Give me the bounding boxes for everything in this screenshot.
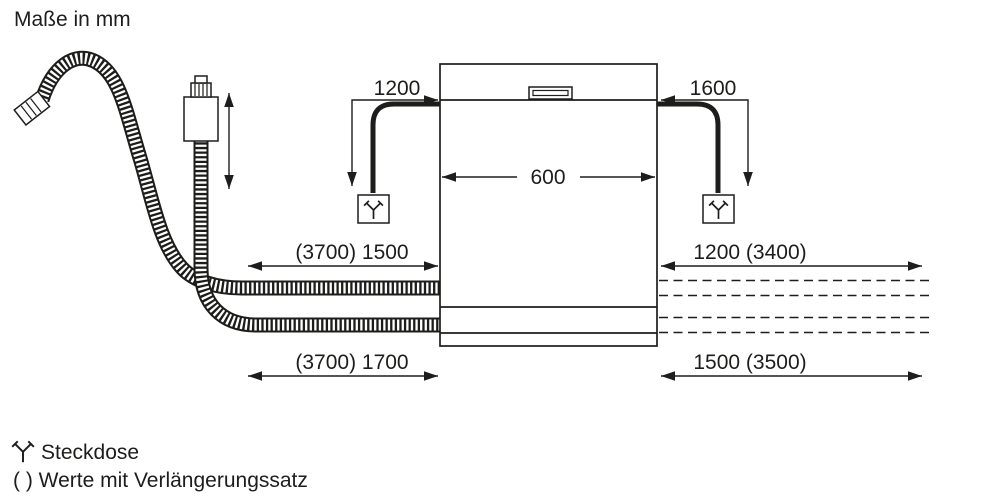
dim-cable-right-label: 1600: [690, 77, 737, 100]
legend-extension-note: ( ) Werte mit Verlängerungssatz: [13, 469, 308, 492]
dim-appliance-width: 600: [442, 162, 655, 189]
legend-socket-icon: [11, 440, 35, 464]
dim-cable-left: 1200: [347, 77, 438, 186]
dim-left-hose-bottom-label: (3700) 1700: [295, 351, 408, 374]
dim-width-label: 600: [530, 166, 565, 189]
appliance-outline: [439, 63, 658, 347]
supply-hose: [193, 140, 446, 333]
dim-cable-right: 1600: [661, 77, 753, 186]
dim-right-hose-bottom-label: 1500 (3500): [693, 351, 806, 374]
control-panel-display: [528, 86, 573, 100]
dim-left-hose-top: (3700) 1500: [248, 241, 438, 271]
power-cable-right: [657, 101, 721, 193]
legend: Steckdose ( ) Werte mit Verlängerungssat…: [11, 440, 308, 492]
dim-left-hose-top-label: (3700) 1500: [295, 241, 408, 264]
socket-right: [702, 194, 735, 224]
power-cable-left: [370, 101, 440, 193]
dim-cable-left-label: 1200: [374, 77, 421, 100]
aquastop-valve: [183, 75, 219, 142]
dim-right-hose-top: 1200 (3400): [661, 241, 922, 271]
page-title: Maße in mm: [14, 8, 131, 31]
drain-hose-end-connector: [13, 90, 51, 126]
dim-left-hose-bottom: (3700) 1700: [248, 351, 438, 381]
dim-right-hose-top-label: 1200 (3400): [693, 241, 806, 264]
socket-left: [357, 194, 390, 224]
dim-right-hose-bottom: 1500 (3500): [661, 351, 922, 381]
legend-socket-label: Steckdose: [41, 441, 139, 464]
hose-extension-dashed: [659, 279, 934, 334]
